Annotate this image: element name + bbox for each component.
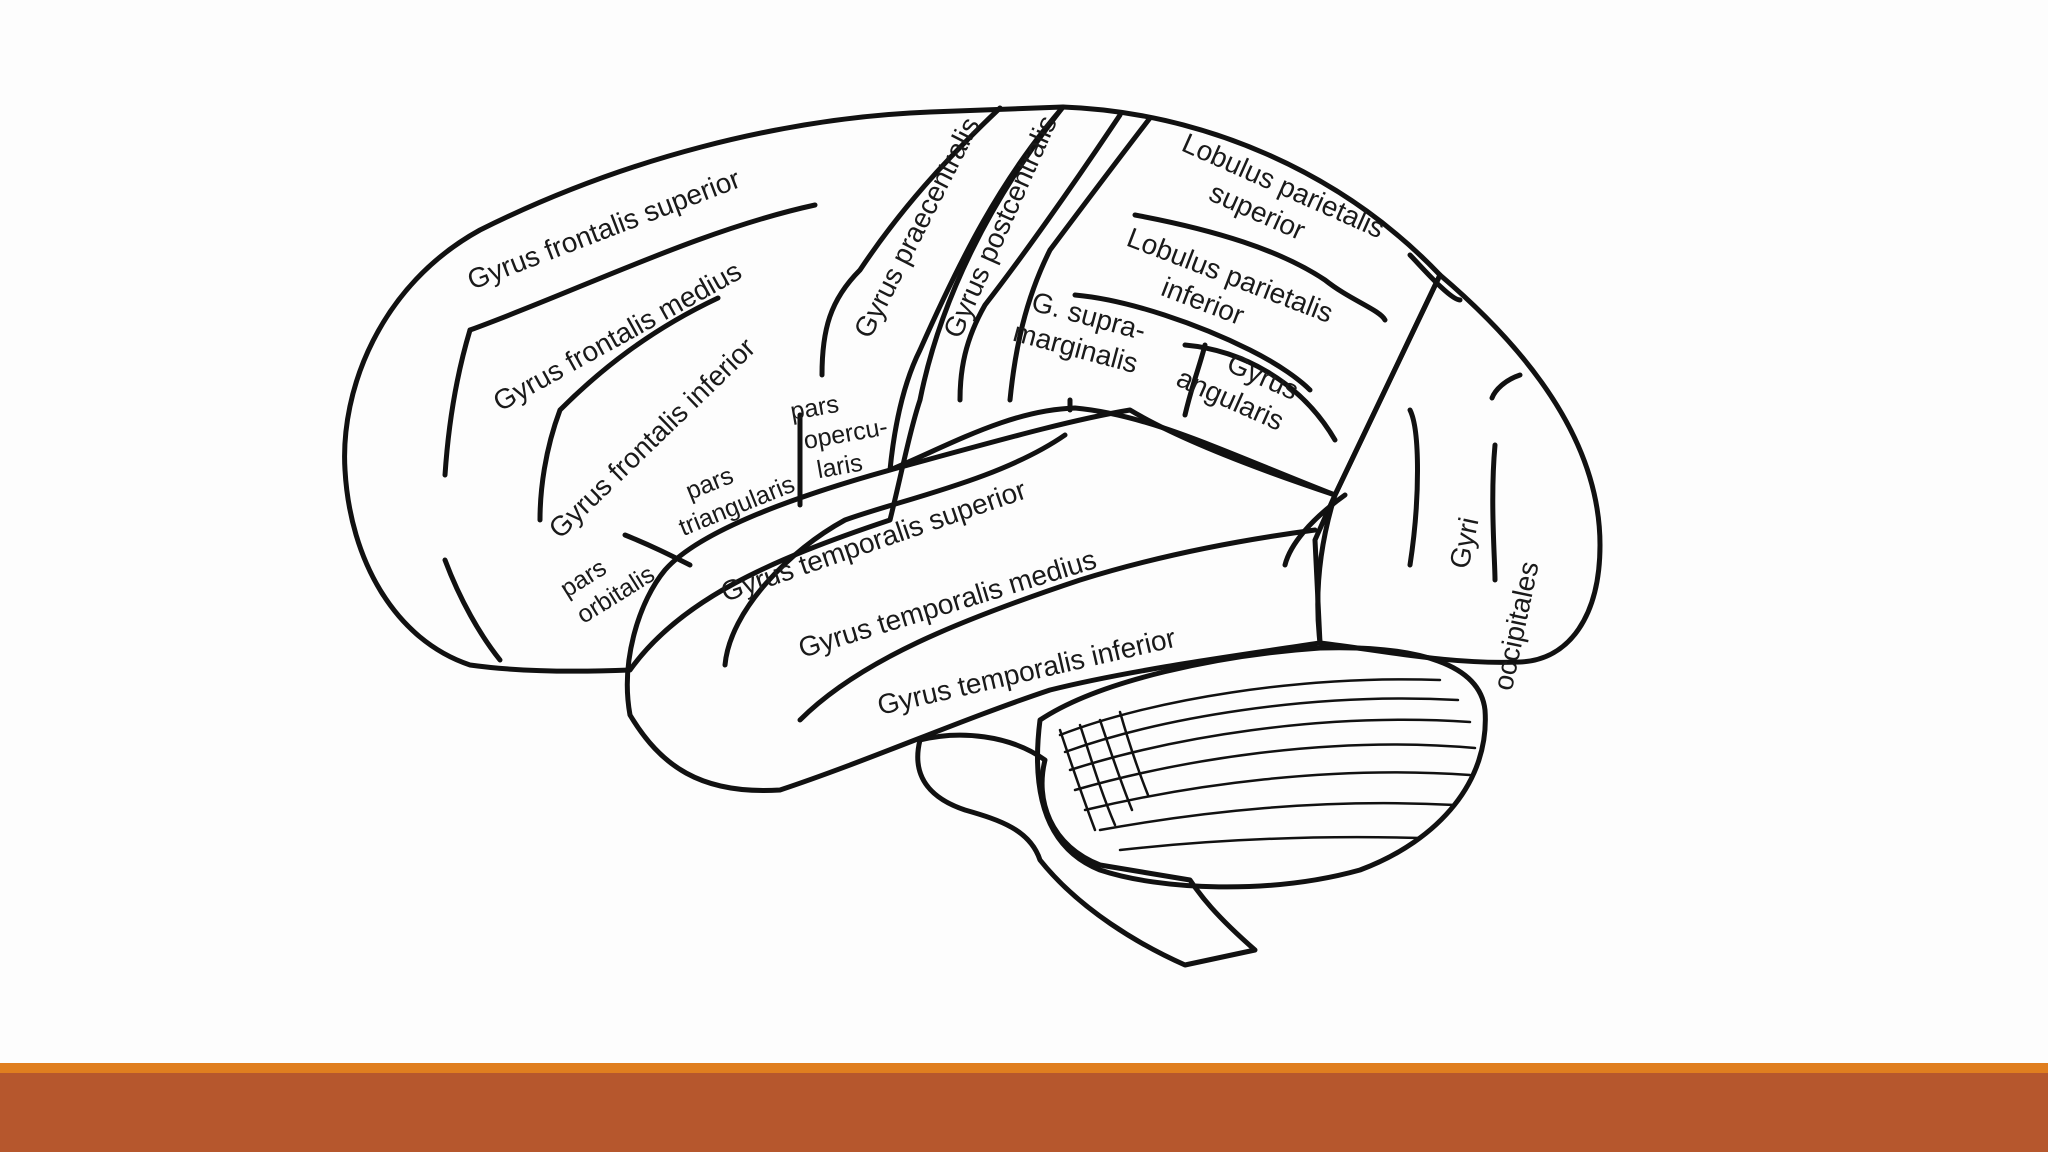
parietal-lobe-region bbox=[887, 104, 1443, 498]
cerebellum bbox=[1035, 645, 1488, 890]
label-pars-orbitalis: pars orbitalis bbox=[555, 534, 659, 630]
labels: Gyrus frontalis superior Gyrus frontalis… bbox=[463, 111, 1553, 721]
sulci-lines bbox=[442, 105, 1523, 723]
footer-bar bbox=[0, 1073, 2048, 1152]
cerebellum-folia bbox=[1058, 678, 1477, 852]
frontal-lobe-region bbox=[342, 104, 1066, 674]
footer-accent-line bbox=[0, 1063, 2048, 1073]
brainstem bbox=[915, 732, 1258, 968]
occipital-lobe-region bbox=[1312, 272, 1603, 665]
temporal-lobe-region bbox=[624, 405, 1338, 794]
label-gyri-occipitales: Gyri occipitales bbox=[1421, 507, 1553, 693]
